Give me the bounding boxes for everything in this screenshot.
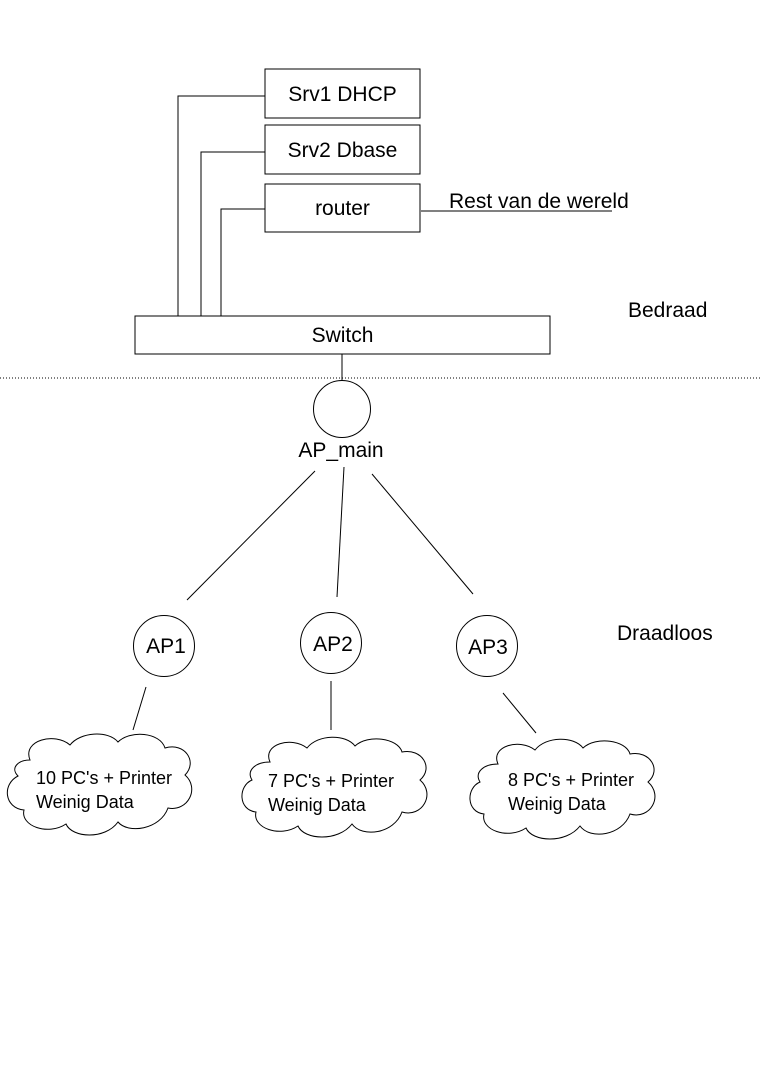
ap-connectors [186, 466, 474, 601]
cloud-1: 10 PC's + Printer Weinig Data [7, 733, 193, 836]
srv2-box: Srv2 Dbase [264, 124, 421, 175]
switch-box: Switch [134, 315, 551, 355]
router-connector [220, 208, 265, 316]
cloud-connectors [132, 681, 537, 734]
cloud1-line2: Weinig Data [36, 792, 135, 812]
ap-main-node [313, 380, 371, 438]
switch-label: Switch [312, 324, 374, 347]
ap-main-label: AP_main [298, 439, 383, 462]
ap1-node: AP1 [133, 615, 195, 677]
cloud1-connector [132, 686, 147, 731]
srv1-label: Srv1 DHCP [288, 83, 397, 106]
ap3-label: AP3 [468, 636, 508, 659]
zone-wired-label: Bedraad [628, 299, 707, 322]
cloud3-connector [502, 692, 537, 734]
ap3-node: AP3 [456, 615, 518, 677]
ap1-label: AP1 [146, 635, 186, 658]
ap3-connector [371, 473, 474, 595]
cloud2-line2: Weinig Data [268, 795, 367, 815]
router-box: router [264, 183, 421, 233]
cloud3-line2: Weinig Data [508, 794, 607, 814]
cloud-2: 7 PC's + Printer Weinig Data [241, 736, 428, 838]
cloud1-line1: 10 PC's + Printer [36, 768, 172, 788]
cloud-3: 8 PC's + Printer Weinig Data [469, 738, 656, 840]
router-label: router [315, 197, 370, 220]
server-connectors [177, 95, 612, 316]
ap1-connector [186, 470, 316, 601]
ap2-connector [336, 466, 345, 598]
zone-wireless-label: Draadloos [617, 622, 713, 645]
cloud3-line1: 8 PC's + Printer [508, 770, 634, 790]
srv2-connector [200, 151, 265, 316]
srv2-label: Srv2 Dbase [288, 139, 398, 162]
cloud2-line1: 7 PC's + Printer [268, 771, 394, 791]
srv1-connector [177, 95, 265, 316]
srv1-box: Srv1 DHCP [264, 68, 421, 119]
ap2-label: AP2 [313, 633, 353, 656]
ap2-node: AP2 [300, 612, 362, 674]
internet-label: Rest van de wereld [449, 190, 629, 213]
